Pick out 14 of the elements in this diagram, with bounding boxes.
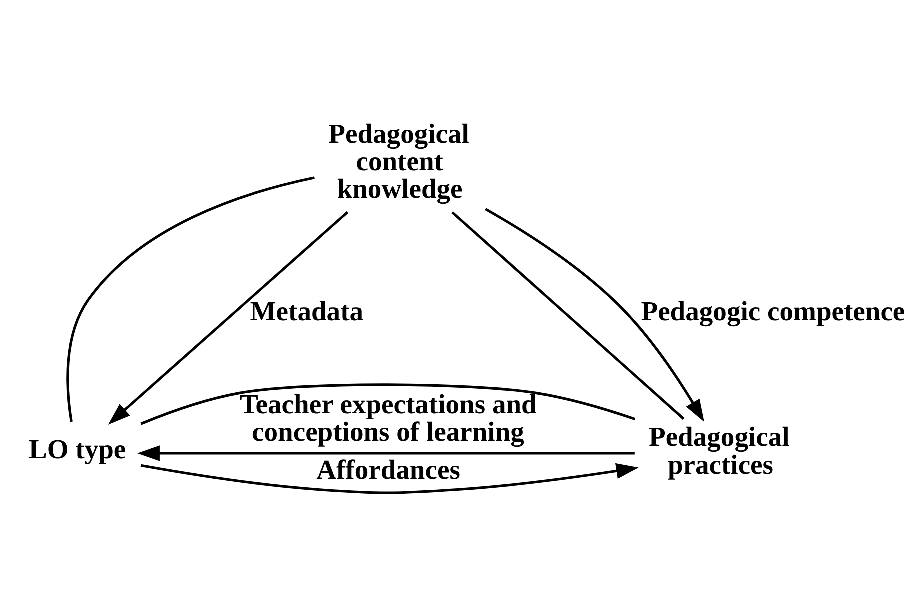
edge-label: Teacher expectations and conceptions of learning: [240, 388, 537, 447]
arrow: [108, 210, 349, 424]
arrow: [485, 208, 704, 422]
node-text: Pedagogical practices: [649, 420, 790, 480]
edge-label: Affordances: [316, 453, 460, 484]
edge-label: Metadata: [250, 295, 364, 326]
node-text: Pedagogical content knowledge: [328, 118, 470, 204]
edge-label: Pedagogic competence: [641, 295, 906, 326]
connector: [140, 383, 636, 425]
connector: [451, 210, 685, 420]
node-text: LO type: [28, 432, 126, 464]
connector: [66, 176, 315, 422]
arrow: [140, 462, 639, 494]
arrow: [138, 445, 635, 461]
